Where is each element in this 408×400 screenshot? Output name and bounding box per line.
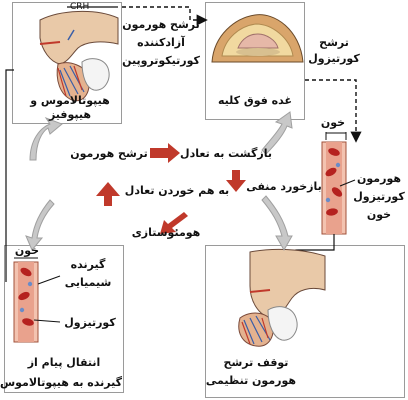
receptor-label-1: گیرنده <box>70 258 106 271</box>
pituitary-illustration <box>39 11 119 102</box>
cortisol-hormone-label-3: خون <box>366 208 392 221</box>
hormone-secretion-label: ترشح هورمون <box>70 147 148 160</box>
gray-arrows <box>25 111 293 252</box>
cortisol-secretion-label-1: ترشح <box>319 36 349 49</box>
negative-feedback-label: بازخورد منفی <box>246 180 322 193</box>
acth-label-3: کورتیکوتروپین <box>122 54 200 67</box>
acth-label-1: ترشح هورمون <box>122 18 200 31</box>
blood-bottom-label: خون <box>14 244 40 257</box>
feedback-line-left <box>5 69 14 282</box>
acth-label-2: آزادکننده <box>137 36 185 49</box>
red-arrow-down-left <box>160 212 188 234</box>
crh-label: CRH <box>70 2 90 12</box>
blood-vessel-right <box>321 132 356 235</box>
disturb-balance-label: به هم خوردن تعادل <box>124 184 230 197</box>
red-arrow-up <box>96 182 120 206</box>
message-label-1: انتقال پیام از <box>27 356 101 369</box>
cortisol-secretion-label-2: کورتیزول <box>308 52 360 65</box>
red-arrow-down <box>226 170 246 192</box>
adrenal-label: غده فوق کلیه <box>217 94 292 107</box>
red-arrows <box>96 143 246 234</box>
dashed-arrow-to-blood <box>305 79 362 143</box>
receptor-label-2: شیمیایی <box>64 276 112 289</box>
red-arrow-right <box>150 143 180 163</box>
cortisol-hormone-label-1: هورمون <box>357 172 401 185</box>
stop-label-2: هورمون تنظیمی <box>205 374 296 387</box>
blood-top-label: خون <box>320 116 346 129</box>
stop-label-1: توقف ترشح <box>223 356 289 369</box>
blood-vessel-left <box>13 257 61 343</box>
homeostasis-label: هومئوستازی <box>131 226 201 239</box>
pituitary-illustration-2 <box>238 248 326 347</box>
hypothalamus-label-2: هیپوفیز <box>48 108 92 121</box>
return-balance-label: بازگشت به تعادل <box>180 147 272 160</box>
cortisol-hormone-label-2: کورتیزول <box>353 190 405 203</box>
adrenal-illustration <box>211 14 304 63</box>
hypothalamus-label-1: هیپوتالاموس و <box>30 94 110 107</box>
cortisol-label: کورتیزول <box>64 316 116 329</box>
message-label-2: گیرنده به هیپوتالاموس <box>0 376 122 389</box>
